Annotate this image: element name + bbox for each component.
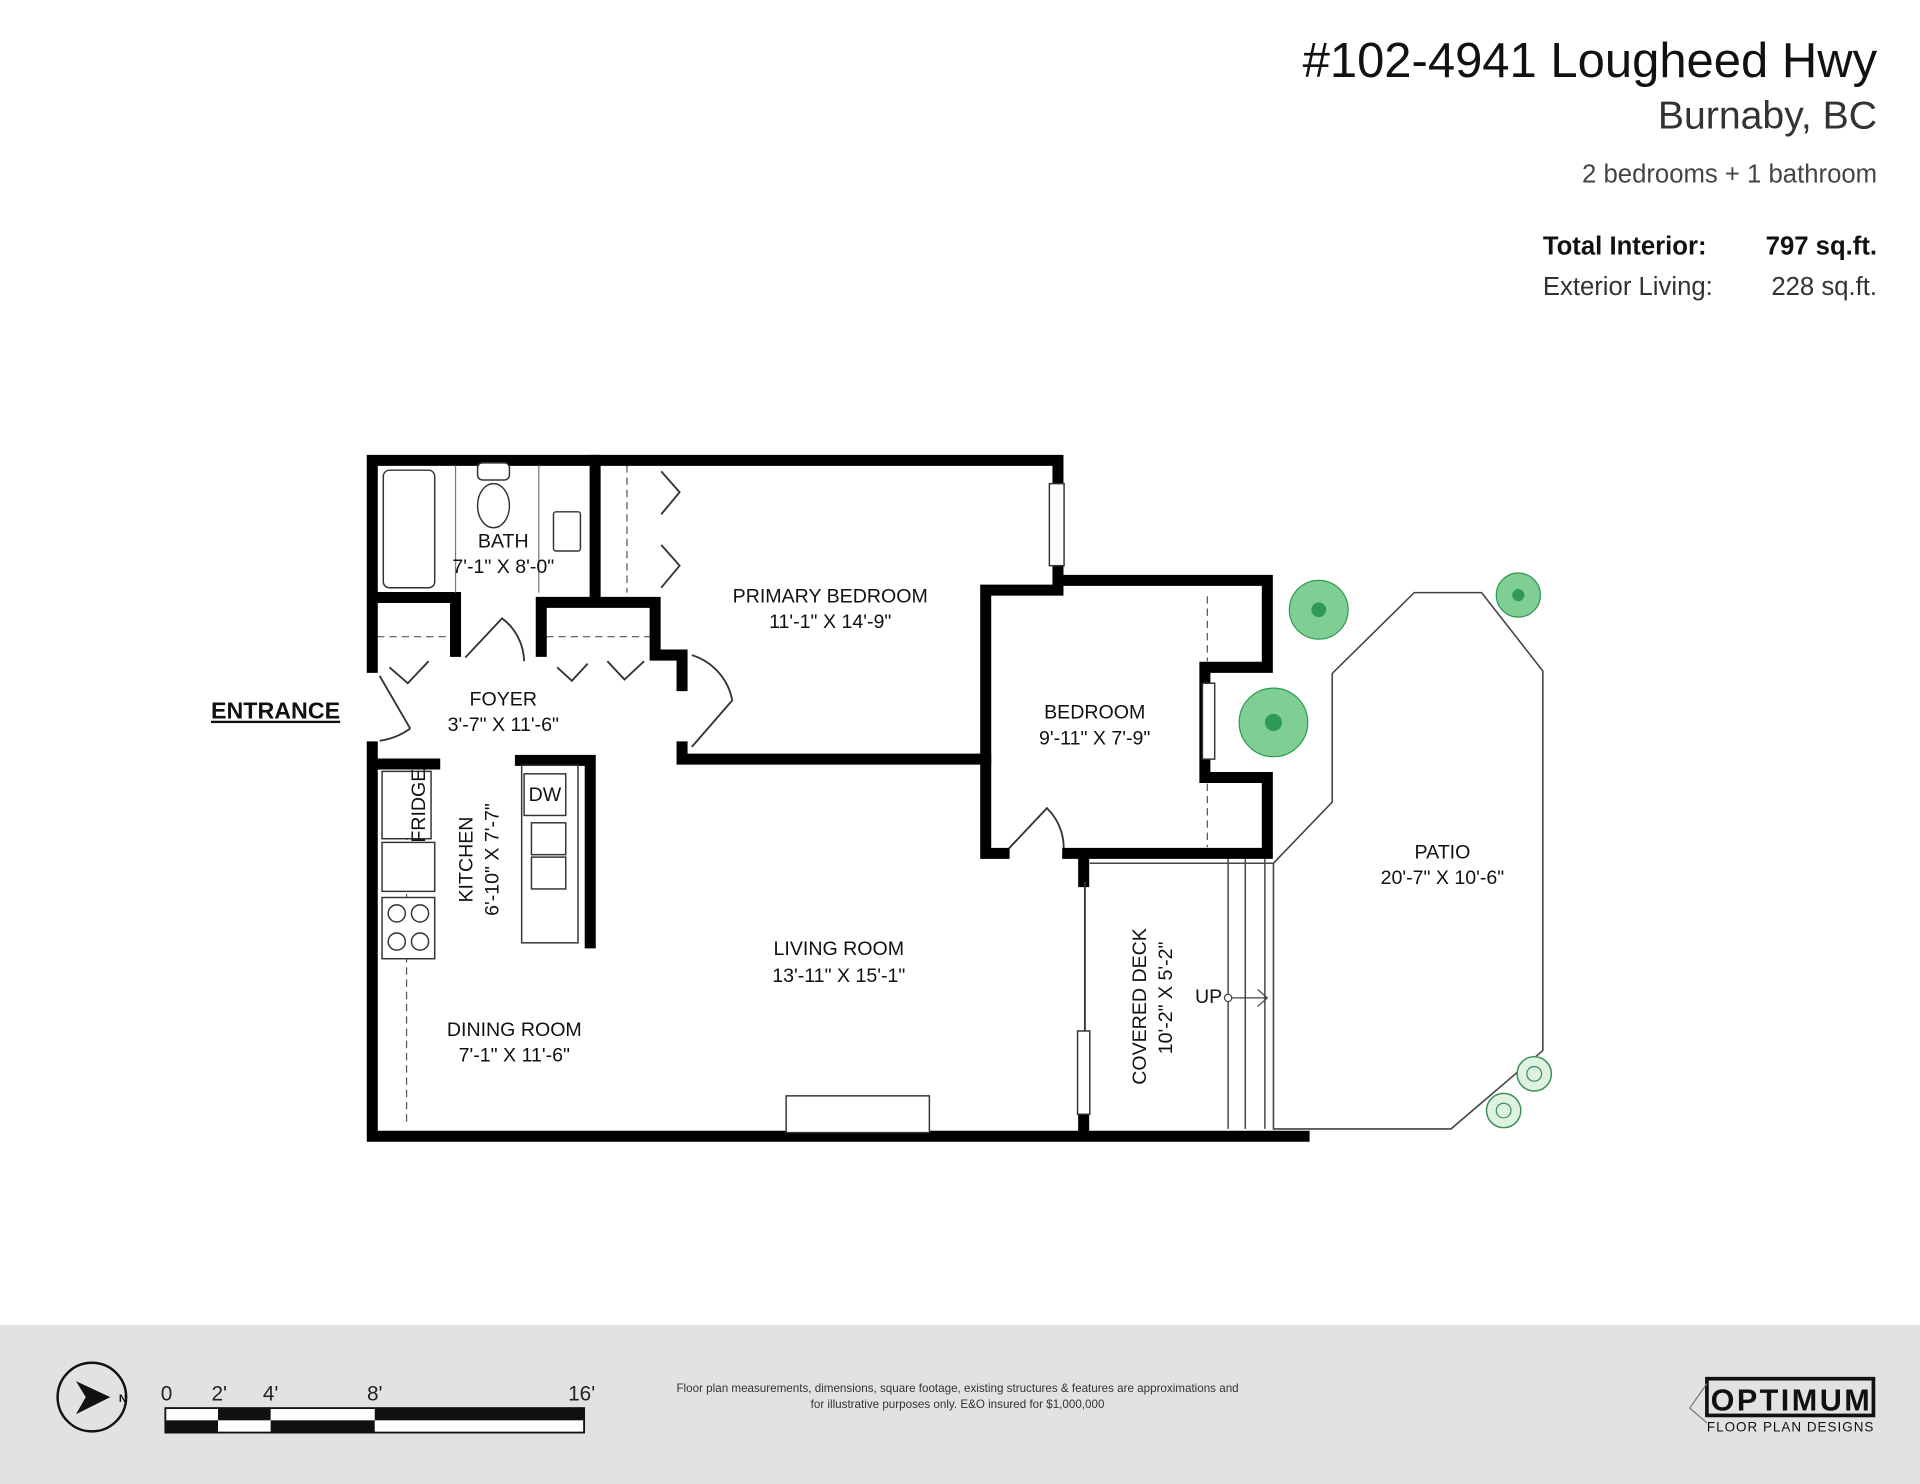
compass-icon: N [56,1361,128,1433]
bath-name: BATH [478,530,529,552]
compass-north-label: N [119,1393,127,1405]
fridge [381,770,432,840]
tree-icon [1238,687,1309,758]
disclaimer-line-1: Floor plan measurements, dimensions, squ… [676,1382,1238,1395]
scale-bar: 0 2' 4' 8' 16' [161,1383,595,1434]
exterior-living-value: 228 sq.ft. [1771,273,1877,301]
scale-label: 16' [568,1383,595,1406]
scale-label: 0 [161,1383,173,1406]
kitchen-dims: 6'-10" X 7'-7" [481,803,503,916]
dishwasher-label: DW [529,784,562,806]
logo-sub: FLOOR PLAN DESIGNS [1707,1419,1874,1434]
primary-bedroom-name: PRIMARY BEDROOM [733,585,928,607]
listing-header: #102-4941 Lougheed Hwy Burnaby, BC 2 bed… [1303,34,1878,301]
living-room-name: LIVING ROOM [774,938,905,960]
walls [366,454,1310,1142]
unit-summary: 2 bedrooms + 1 bathroom [1582,160,1877,188]
bath-sink [552,511,582,552]
scale-label: 4' [263,1383,279,1406]
kitchen-name: KITCHEN [456,817,478,903]
toilet [476,482,511,529]
dining-room-name: DINING ROOM [447,1019,582,1041]
tree-icon [1495,572,1541,618]
bedroom-name: BEDROOM [1044,702,1145,724]
entrance-label: ENTRANCE [211,698,340,724]
patio-name: PATIO [1415,841,1471,863]
total-interior-value: 797 sq.ft. [1766,233,1877,261]
fridge-label: FRIDGE [408,769,430,843]
shrub-icon [1485,1092,1522,1129]
shrub-icon [1516,1055,1553,1092]
bedroom-dims: 9'-11" X 7'-9" [1039,727,1150,749]
patio-dims: 20'-7" X 10'-6" [1381,867,1505,889]
tree-icon [1288,579,1349,640]
kitchen-sink [530,822,567,856]
covered-deck-name: COVERED DECK [1129,928,1151,1085]
bath-dims: 7'-1" X 8'-0" [452,556,554,578]
windows [1048,482,1216,1115]
total-interior-label: Total Interior: [1543,233,1707,261]
primary-bedroom-dims: 11'-1" X 14'-9" [769,611,891,633]
up-label: UP [1195,986,1222,1008]
address-title: #102-4941 Lougheed Hwy [1303,34,1878,88]
room-labels: ENTRANCE BATH 7'-1" X 8'-0" PRIMARY BEDR… [211,530,1504,1084]
plants [1238,572,1553,1129]
dishwasher [523,773,567,817]
foyer-name: FOYER [470,688,537,710]
fixtures: FRIDGE DW [381,462,931,1134]
optimum-logo: OPTIMUM FLOOR PLAN DESIGNS [1688,1376,1876,1434]
scale-label: 2' [211,1383,227,1406]
living-room-dims: 13'-11" X 15'-1" [772,965,905,987]
closet-details [377,465,1208,1127]
dining-room-dims: 7'-1" X 11'-6" [459,1045,570,1067]
exterior-living-label: Exterior Living: [1543,273,1713,301]
fireplace [785,1095,931,1134]
footer-bar: N 0 2' 4' 8' 16' Floor plan measurements… [0,1324,1920,1484]
stove [381,896,436,960]
scale-label: 8' [367,1383,383,1406]
foyer-dims: 3'-7" X 11'-6" [448,714,559,736]
bathtub [382,469,436,589]
city: Burnaby, BC [1658,95,1877,138]
patio-outline [1272,591,1544,1130]
disclaimer-line-2: for illustrative purposes only. E&O insu… [811,1398,1105,1411]
covered-deck-dims: 10'-2" X 5'-2" [1155,941,1177,1054]
deck-stairs [1089,857,1274,1129]
